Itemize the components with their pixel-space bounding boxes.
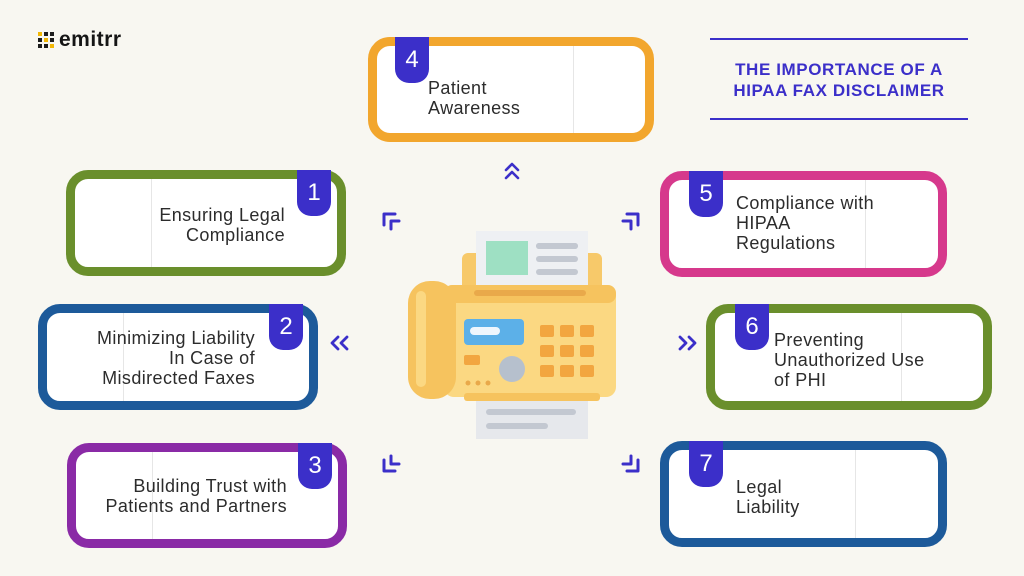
arrow-up-right-icon [621,211,641,231]
chevron-up-icon [503,160,521,182]
card-number-badge: 5 [689,171,723,217]
card-number-badge: 1 [297,170,331,216]
card-label: Minimizing Liability In Case of Misdirec… [96,328,255,388]
title-bottom-rule [710,118,968,120]
card-label: Patient Awareness [428,78,521,118]
card-1: 1 Ensuring Legal Compliance [66,170,346,276]
card-label: Compliance with HIPAA Regulations [736,193,875,253]
card-label: Preventing Unauthorized Use of PHI [774,330,925,390]
card-divider [901,313,902,401]
card-label: Building Trust with Patients and Partner… [105,476,287,516]
title-block: THE IMPORTANCE OF A HIPAA FAX DISCLAIMER [710,38,968,120]
card-2: 2 Minimizing Liability In Case of Misdir… [38,304,318,410]
chevron-left-icon [328,334,352,352]
card-divider [152,452,153,539]
card-4: 4 Patient Awareness [368,37,654,142]
card-number-badge: 6 [735,304,769,350]
logo-text: emitrr [59,28,122,51]
card-divider [855,450,856,538]
card-divider [865,180,866,268]
emitrr-logo: emitrr [38,28,122,52]
card-6: 6 Preventing Unauthorized Use of PHI [706,304,992,410]
card-number-badge: 2 [269,304,303,350]
arrow-down-left-icon [381,454,401,474]
card-5: 5 Compliance with HIPAA Regulations [660,171,947,277]
title-top-rule [710,38,968,40]
card-divider [573,46,574,133]
fax-machine-icon [404,229,622,441]
arrow-down-right-icon [621,454,641,474]
card-3: 3 Building Trust with Patients and Partn… [67,443,347,548]
card-number-badge: 7 [689,441,723,487]
card-label: Ensuring Legal Compliance [159,205,285,245]
card-divider [151,179,152,267]
arrow-up-left-icon [381,211,401,231]
card-7: 7 Legal Liability [660,441,947,547]
card-label: Legal Liability [736,477,800,517]
chevron-right-icon [675,334,699,352]
card-divider [123,313,124,401]
page-title: THE IMPORTANCE OF A HIPAA FAX DISCLAIMER [733,60,945,100]
card-number-badge: 3 [298,443,332,489]
card-number-badge: 4 [395,37,429,83]
logo-mark-icon [38,32,54,48]
